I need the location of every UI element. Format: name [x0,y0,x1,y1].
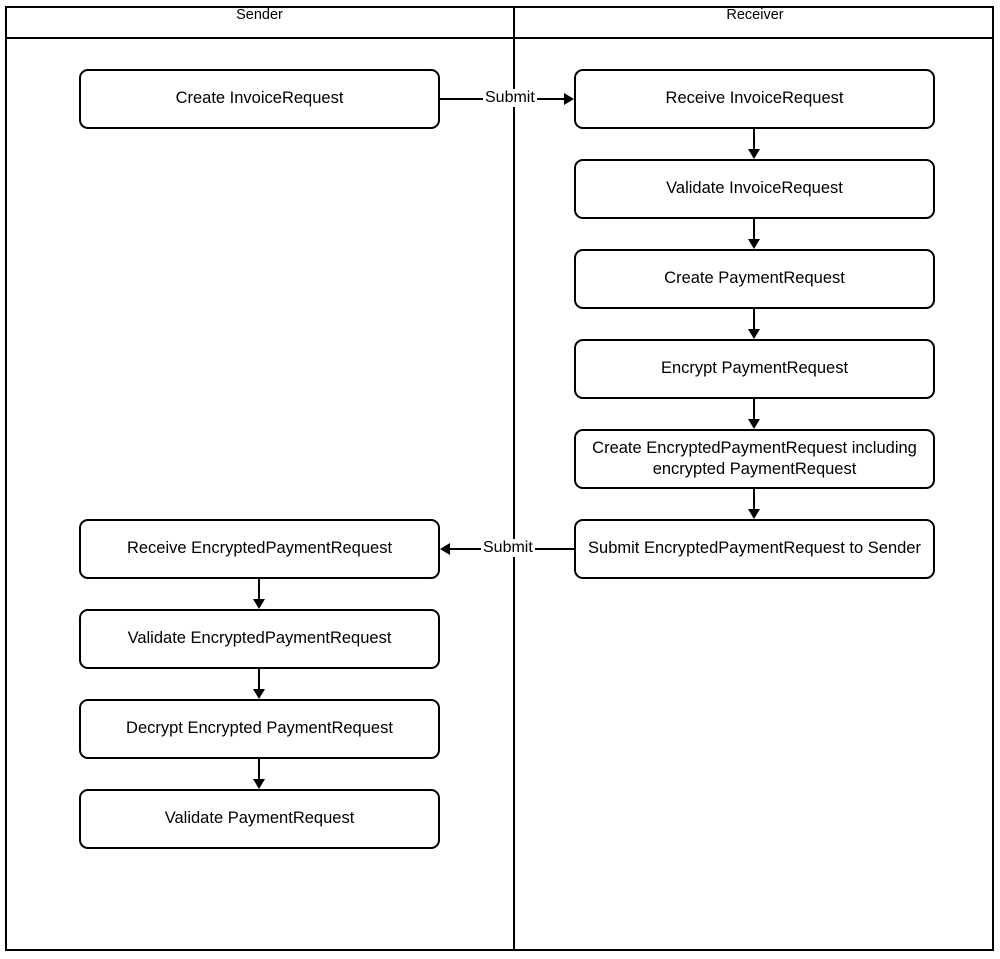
task-label: Create PaymentRequest [664,269,845,288]
pool-frame [5,6,994,951]
lane-header-band [5,6,994,39]
arrowhead-n8-n9 [253,599,265,609]
task-label: Create InvoiceRequest [175,89,344,108]
arrowhead-n7-n8 [440,543,450,555]
connector-n10-n11 [258,759,260,779]
task-decrypt-encrypted-paymentrequest[interactable]: Decrypt Encrypted PaymentRequest [79,699,440,759]
task-create-invoicerequest[interactable]: Create InvoiceRequest [79,69,440,129]
task-validate-invoicerequest[interactable]: Validate InvoiceRequest [574,159,935,219]
connector-n3-n4 [753,219,755,239]
task-receive-invoicerequest[interactable]: Receive InvoiceRequest [574,69,935,129]
task-receive-encryptedpaymentrequest[interactable]: Receive EncryptedPaymentRequest [79,519,440,579]
arrowhead-n3-n4 [748,239,760,249]
task-label: Receive InvoiceRequest [665,89,844,108]
task-create-paymentrequest[interactable]: Create PaymentRequest [574,249,935,309]
task-label: Validate EncryptedPaymentRequest [127,629,392,648]
lane-divider [513,6,515,951]
arrowhead-n6-n7 [748,509,760,519]
flow-label-submit-to-sender: Submit [481,539,535,557]
arrowhead-n4-n5 [748,329,760,339]
task-label: Create EncryptedPaymentRequest including… [592,438,917,478]
arrowhead-n10-n11 [253,779,265,789]
task-validate-encryptedpaymentrequest[interactable]: Validate EncryptedPaymentRequest [79,609,440,669]
task-submit-encryptedpaymentrequest-to-sender[interactable]: Submit EncryptedPaymentRequest to Sender [574,519,935,579]
connector-n5-n6 [753,399,755,419]
task-encrypt-paymentrequest[interactable]: Encrypt PaymentRequest [574,339,935,399]
task-label: Validate PaymentRequest [164,809,355,828]
connector-n4-n5 [753,309,755,329]
arrowhead-n5-n6 [748,419,760,429]
connector-n6-n7 [753,489,755,509]
arrowhead-n1-n2 [564,93,574,105]
task-label: Submit EncryptedPaymentRequest to Sender [588,539,921,558]
arrowhead-n2-n3 [748,149,760,159]
arrowhead-n9-n10 [253,689,265,699]
flow-label-submit-to-receiver: Submit [483,89,537,107]
task-label: Encrypt PaymentRequest [660,359,849,378]
connector-n2-n3 [753,129,755,149]
lane-title-sender: Sender [236,7,283,23]
task-create-encryptedpaymentrequest[interactable]: Create EncryptedPaymentRequest including… [574,429,935,489]
task-validate-paymentrequest[interactable]: Validate PaymentRequest [79,789,440,849]
lane-title-receiver: Receiver [726,7,784,23]
task-label: Validate InvoiceRequest [666,179,843,198]
connector-n8-n9 [258,579,260,599]
connector-n9-n10 [258,669,260,689]
task-label: Receive EncryptedPaymentRequest [126,539,393,558]
task-label: Decrypt Encrypted PaymentRequest [126,719,393,738]
